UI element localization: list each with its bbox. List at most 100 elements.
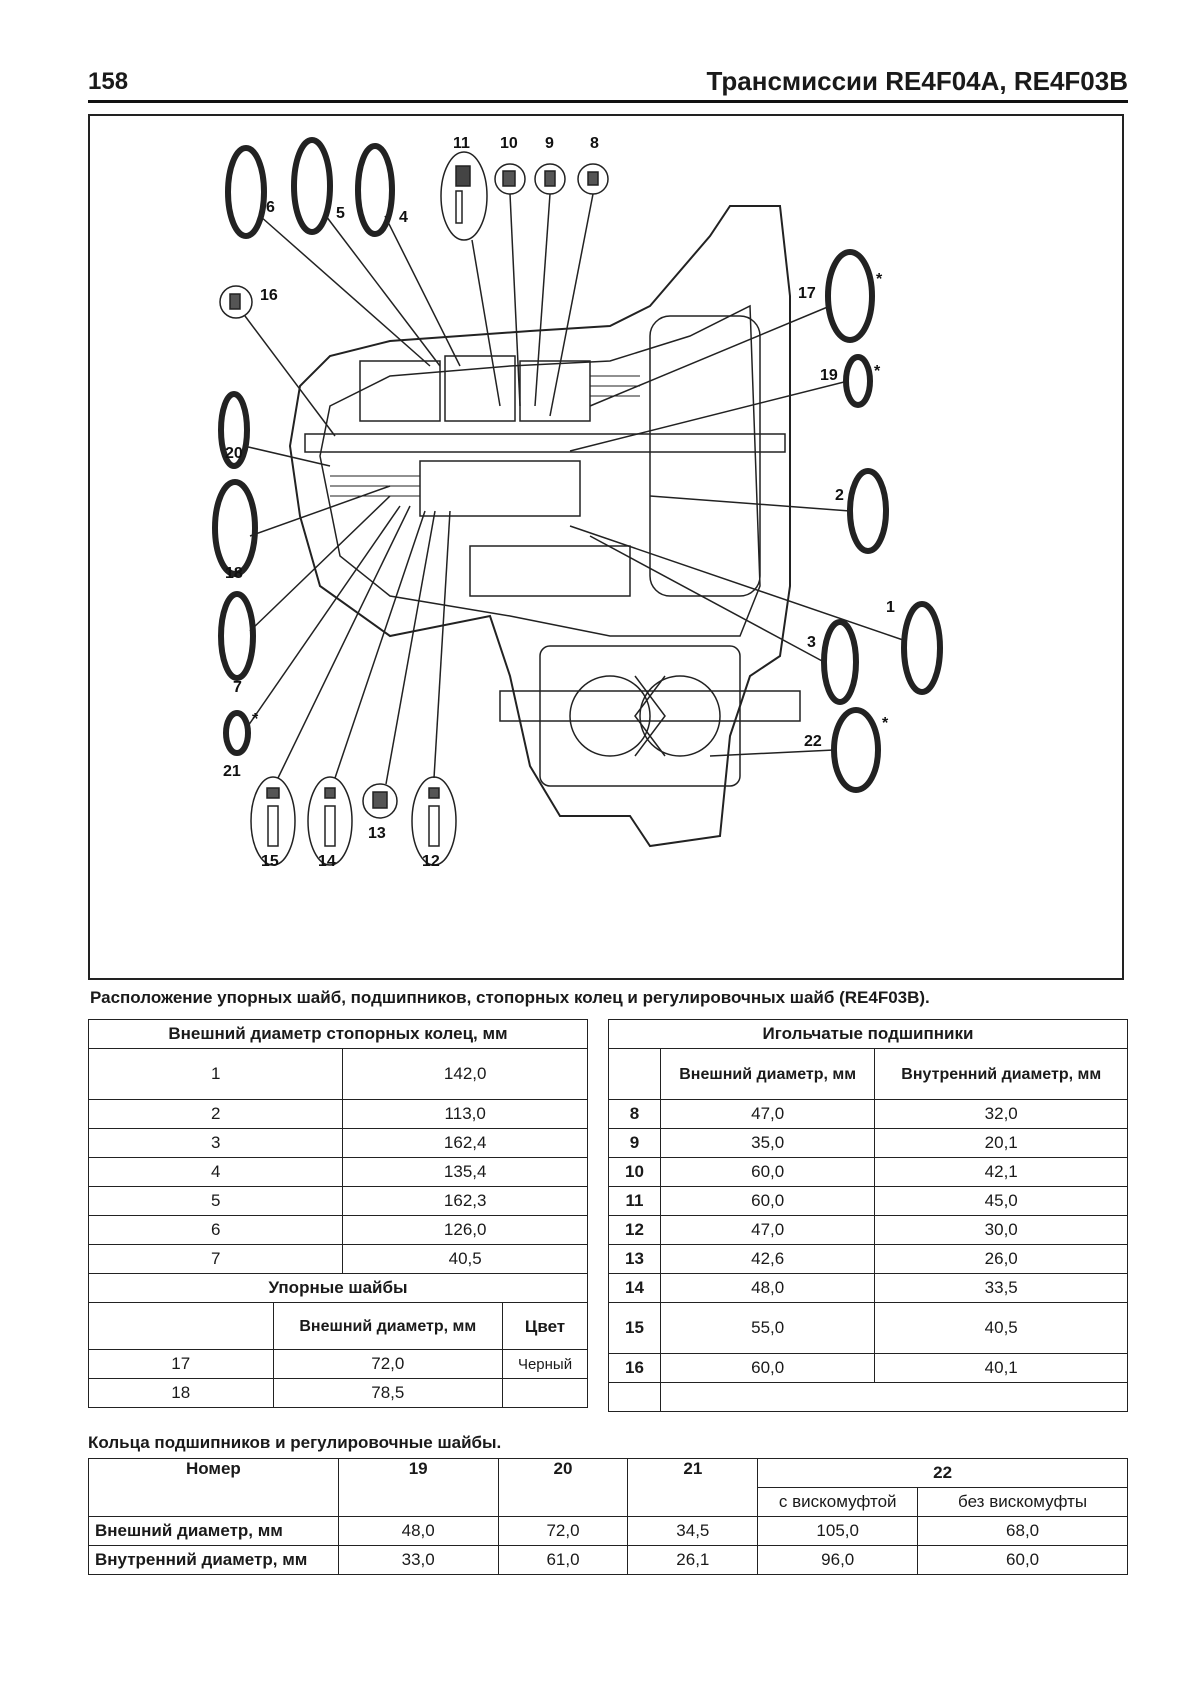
races-sub22-with: с вискомуфтой bbox=[757, 1487, 919, 1517]
transmission-diagram: 6 5 4 11 10 9 8 16 17 19 20 2 18 1 3 7 2… bbox=[88, 114, 1124, 980]
races-table: Номер 19 20 21 22 с вискомуфтой без виск… bbox=[88, 1458, 1128, 1575]
diff-cone bbox=[634, 675, 666, 757]
races-row-label: Внутренний диаметр, мм bbox=[88, 1545, 339, 1575]
needle-empty bbox=[608, 1382, 661, 1412]
needle-col-inner: Внутренний диаметр, мм bbox=[874, 1048, 1128, 1100]
main-shaft bbox=[304, 433, 786, 453]
callout-7: 7 bbox=[233, 679, 242, 696]
needle-outer: 35,0 bbox=[659, 1128, 876, 1158]
races-sub22-without: без вискомуфты bbox=[917, 1487, 1128, 1517]
snap-ring-no: 4 bbox=[87, 1157, 344, 1187]
needle-empty bbox=[659, 1382, 1129, 1412]
needle-outer: 60,0 bbox=[659, 1353, 876, 1383]
callout-9: 9 bbox=[545, 135, 554, 152]
diagram-svg: 6 5 4 11 10 9 8 16 17 19 20 2 18 1 3 7 2… bbox=[212, 135, 943, 870]
ring-5 bbox=[291, 137, 333, 235]
snap-ring-no: 3 bbox=[87, 1128, 344, 1158]
page-number: 158 bbox=[88, 68, 129, 95]
races-cell: 34,5 bbox=[627, 1516, 759, 1546]
bearing-14 bbox=[307, 776, 353, 866]
races-cell: 26,1 bbox=[627, 1545, 759, 1575]
thrust-no: 18 bbox=[88, 1378, 274, 1408]
callout-12: 12 bbox=[422, 853, 440, 870]
differential-housing bbox=[539, 645, 741, 787]
bearing-11 bbox=[440, 151, 488, 241]
diff-cone-2 bbox=[634, 675, 666, 757]
clutch-pack-2 bbox=[444, 355, 516, 422]
races-no-19: 19 bbox=[337, 1458, 499, 1517]
snap-ring-value: 162,4 bbox=[342, 1128, 588, 1158]
asterisk-17: * bbox=[876, 271, 883, 288]
races-cell: 105,0 bbox=[757, 1516, 919, 1546]
housing-inner bbox=[319, 304, 761, 637]
callout-1: 1 bbox=[886, 599, 895, 616]
needle-no: 8 bbox=[608, 1099, 661, 1129]
needle-outer: 47,0 bbox=[659, 1099, 876, 1129]
callout-21: 21 bbox=[223, 763, 241, 780]
asterisk-22: * bbox=[882, 715, 889, 732]
thrust-outer: 78,5 bbox=[272, 1378, 504, 1408]
needle-outer: 42,6 bbox=[659, 1244, 876, 1274]
diff-gear-right bbox=[639, 675, 721, 757]
needle-inner: 20,1 bbox=[874, 1128, 1128, 1158]
needle-inner: 42,1 bbox=[874, 1157, 1128, 1187]
snap-ring-no: 2 bbox=[87, 1099, 344, 1129]
output-shaft bbox=[469, 545, 631, 597]
callout-4: 4 bbox=[399, 209, 408, 226]
thrust-color: Черный bbox=[502, 1349, 588, 1379]
callout-16: 16 bbox=[260, 287, 278, 304]
needle-inner: 32,0 bbox=[874, 1099, 1128, 1129]
races-cell: 33,0 bbox=[337, 1545, 499, 1575]
ring-7 bbox=[218, 591, 256, 681]
callout-13: 13 bbox=[368, 825, 386, 842]
callout-3: 3 bbox=[807, 634, 816, 651]
snap-ring-value: 126,0 bbox=[342, 1215, 588, 1245]
clutch-pack-1 bbox=[359, 360, 441, 422]
ring-17 bbox=[825, 249, 875, 343]
diagram-caption: Расположение упорных шайб, подшипников, … bbox=[90, 988, 930, 1007]
ring-2 bbox=[847, 468, 889, 554]
snap-ring-no: 5 bbox=[87, 1186, 344, 1216]
thrust-col-color: Цвет bbox=[502, 1302, 588, 1350]
callout-14: 14 bbox=[318, 853, 336, 870]
ring-1 bbox=[901, 601, 943, 695]
bearing-15 bbox=[250, 776, 296, 866]
callout-5: 5 bbox=[336, 205, 345, 222]
needle-no: 11 bbox=[608, 1186, 661, 1216]
snap-ring-value: 40,5 bbox=[342, 1244, 588, 1274]
ring-20 bbox=[218, 391, 250, 469]
needle-col-outer: Внешний диаметр, мм bbox=[659, 1048, 876, 1100]
header-rule bbox=[88, 100, 1128, 103]
needle-inner: 40,1 bbox=[874, 1353, 1128, 1383]
needle-no: 14 bbox=[608, 1273, 661, 1303]
needle-outer: 48,0 bbox=[659, 1273, 876, 1303]
callout-19: 19 bbox=[820, 367, 838, 384]
races-cell: 48,0 bbox=[337, 1516, 499, 1546]
ring-6 bbox=[225, 145, 267, 239]
races-no-22: 22 bbox=[757, 1458, 1128, 1488]
ring-19 bbox=[843, 354, 873, 408]
bearing-13 bbox=[362, 783, 398, 819]
races-col-number: Номер bbox=[88, 1458, 339, 1517]
needle-inner: 30,0 bbox=[874, 1215, 1128, 1245]
races-no-21: 21 bbox=[627, 1458, 759, 1517]
needle-no: 9 bbox=[608, 1128, 661, 1158]
needle-no: 10 bbox=[608, 1157, 661, 1187]
needle-no: 15 bbox=[608, 1302, 661, 1354]
needle-bearings-table: Игольчатые подшипники Внешний диаметр, м… bbox=[608, 1019, 1129, 1412]
callout-18: 18 bbox=[225, 565, 243, 582]
races-no-20: 20 bbox=[497, 1458, 629, 1517]
asterisk-21: * bbox=[252, 711, 259, 728]
races-row-label: Внешний диаметр, мм bbox=[88, 1516, 339, 1546]
needle-inner: 40,5 bbox=[874, 1302, 1128, 1354]
snap-ring-value: 135,4 bbox=[342, 1157, 588, 1187]
ring-18 bbox=[212, 479, 258, 577]
callout-22: 22 bbox=[804, 733, 822, 750]
thrust-blank bbox=[88, 1302, 274, 1350]
races-cell: 60,0 bbox=[917, 1545, 1128, 1575]
snap-ring-value: 113,0 bbox=[342, 1099, 588, 1129]
bearing-16 bbox=[219, 285, 253, 319]
needle-inner: 33,5 bbox=[874, 1273, 1128, 1303]
snap-ring-no: 7 bbox=[87, 1244, 344, 1274]
snap-rings-title: Внешний диаметр стопорных колец, мм bbox=[88, 1019, 588, 1049]
